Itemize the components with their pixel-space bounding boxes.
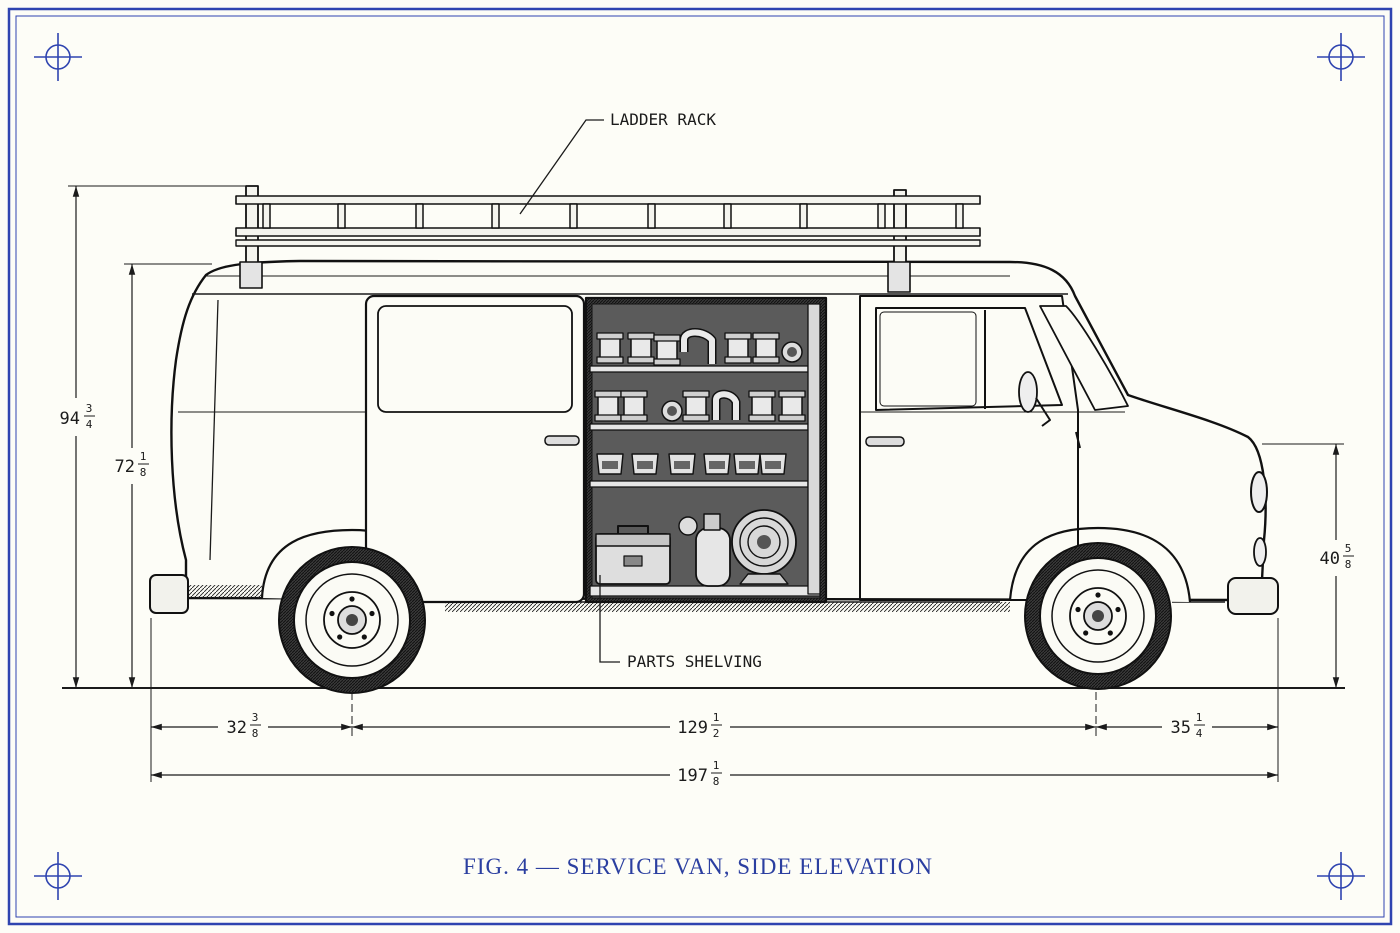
ladder-rack-leader xyxy=(519,119,604,215)
body-height-whole: 72 xyxy=(115,457,135,477)
dim-wheelbase: 129 1 2 xyxy=(352,711,1096,740)
rear-overhang-num: 3 xyxy=(252,711,259,724)
wheelbase-num: 1 xyxy=(713,711,720,724)
overall-height-whole: 94 xyxy=(60,409,80,429)
overall-height-num: 3 xyxy=(86,402,93,415)
van-illustration xyxy=(149,185,1279,694)
front-overhang-whole: 35 xyxy=(1171,718,1191,738)
overall-length-den: 8 xyxy=(713,775,720,788)
overall-length-num: 1 xyxy=(713,759,720,772)
front-overhang-num: 1 xyxy=(1196,711,1203,724)
parts-shelving-label: PARTS SHELVING xyxy=(627,652,762,671)
dim-front-overhang: 35 1 4 xyxy=(1096,711,1278,740)
inner-border xyxy=(15,15,1385,918)
body-height-num: 1 xyxy=(140,450,147,463)
rear-overhang-whole: 32 xyxy=(227,718,247,738)
front-height-whole: 40 xyxy=(1320,549,1340,569)
parts-shelving-leader xyxy=(599,575,620,663)
wheelbase-whole: 129 xyxy=(677,718,708,738)
registration-mark-icon xyxy=(33,32,83,82)
figure-caption: FIG. 4 — SERVICE VAN, SIDE ELEVATION xyxy=(463,854,933,879)
dim-overall-height: 94 3 4 xyxy=(60,185,248,688)
front-overhang-den: 4 xyxy=(1196,727,1203,740)
dim-front-height: 40 5 8 xyxy=(1262,443,1354,688)
overall-length-whole: 197 xyxy=(677,766,708,786)
dim-body-height: 72 1 8 xyxy=(115,263,212,688)
front-height-den: 8 xyxy=(1345,558,1352,571)
overall-height-den: 4 xyxy=(86,418,93,431)
dim-overall-length: 197 1 8 xyxy=(151,759,1278,788)
ladder-rack-label: LADDER RACK xyxy=(610,110,716,129)
dim-rear-overhang: 32 3 8 xyxy=(151,711,352,740)
wheelbase-den: 2 xyxy=(713,727,720,740)
registration-mark-icon xyxy=(1316,851,1366,901)
registration-mark-icon xyxy=(1316,32,1366,82)
rear-overhang-den: 8 xyxy=(252,727,259,740)
outer-border xyxy=(7,7,1393,926)
front-height-num: 5 xyxy=(1345,542,1352,555)
body-height-den: 8 xyxy=(140,466,147,479)
registration-mark-icon xyxy=(33,851,83,901)
ladder-rack xyxy=(235,185,981,293)
